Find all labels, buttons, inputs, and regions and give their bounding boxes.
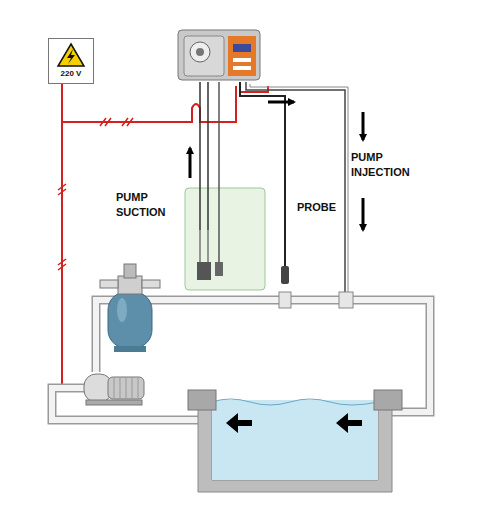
suction-tube xyxy=(197,82,223,280)
pump-injection-label: PUMP INJECTION xyxy=(351,150,431,180)
sand-filter xyxy=(100,264,160,352)
probe-line xyxy=(240,82,291,308)
flow-arrows xyxy=(190,102,363,433)
hazard-triangle xyxy=(56,42,86,68)
warning-sign: 220 V xyxy=(48,38,94,84)
probe-label: PROBE xyxy=(297,200,341,215)
voltage-text: 220 V xyxy=(49,69,93,78)
circulation-pump xyxy=(84,374,144,405)
swimming-pool xyxy=(188,390,402,492)
pump-suction-label: PUMP SUCTION xyxy=(116,190,182,220)
injection-line xyxy=(246,82,353,308)
chemical-tank xyxy=(185,188,265,290)
dosing-controller xyxy=(178,30,260,80)
